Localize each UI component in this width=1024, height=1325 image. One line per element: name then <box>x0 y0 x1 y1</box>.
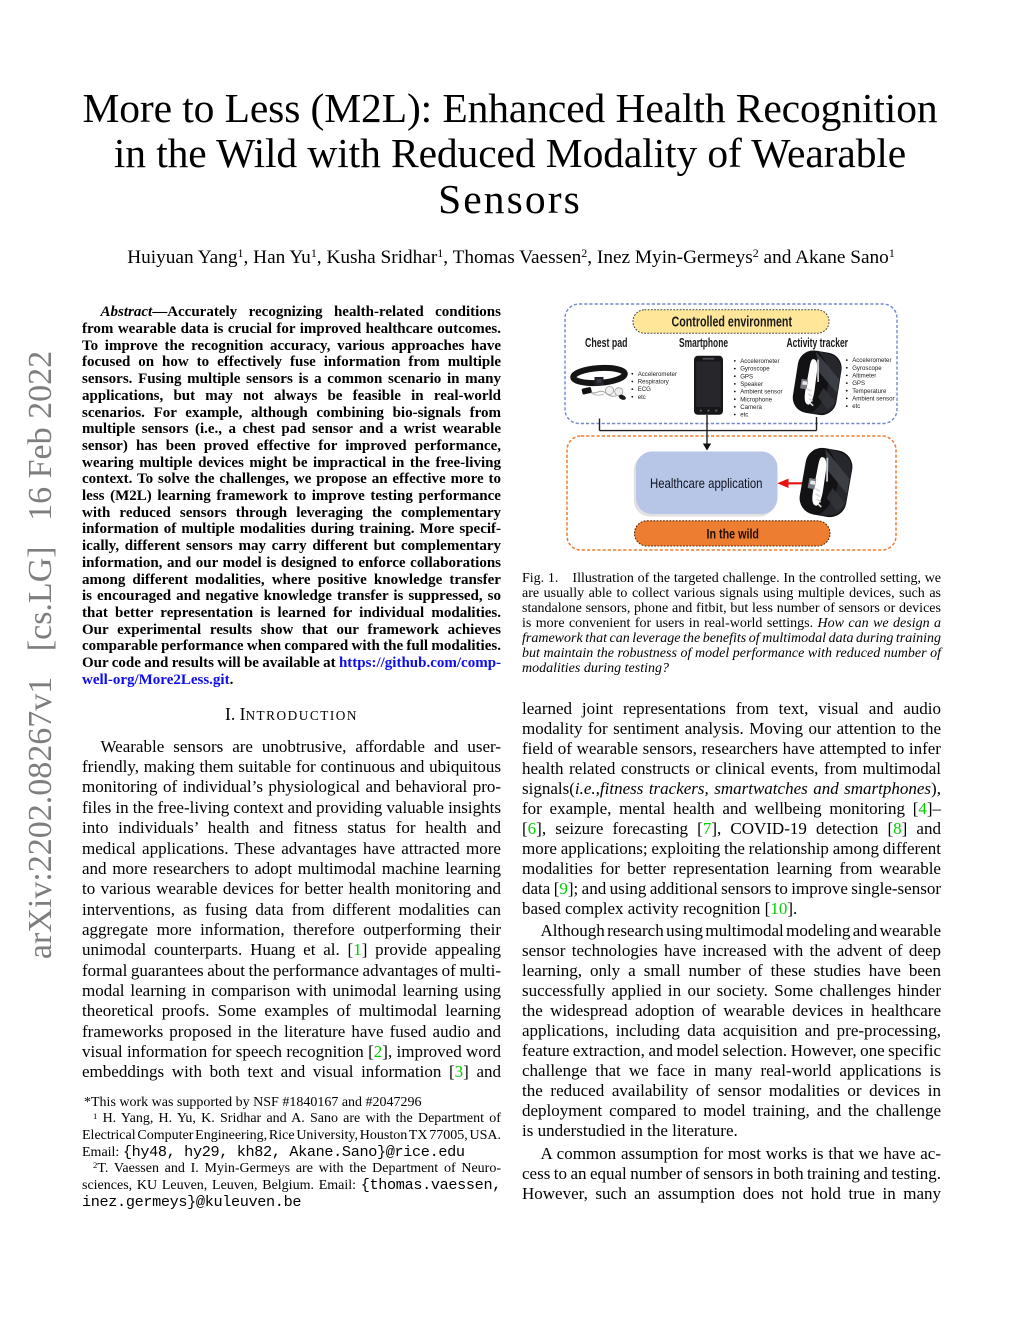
svg-text:Accelerometer: Accelerometer <box>740 358 779 365</box>
svg-text:etc: etc <box>638 394 646 401</box>
svg-text:Camera: Camera <box>740 404 762 411</box>
svg-text:Ambient sensor: Ambient sensor <box>852 396 894 403</box>
svg-text:Accelerometer: Accelerometer <box>852 357 891 364</box>
svg-text:GPS: GPS <box>852 380 865 387</box>
svg-text:Altimeter: Altimeter <box>852 373 876 380</box>
svg-text:Controlled environment: Controlled environment <box>672 315 793 331</box>
svg-text:Speaker: Speaker <box>740 381 763 388</box>
svg-text:Activity tracker: Activity tracker <box>787 335 849 350</box>
svg-text:Temperature: Temperature <box>852 388 887 395</box>
svg-text:Accelerometer: Accelerometer <box>638 371 677 378</box>
svg-text:Respiratory: Respiratory <box>638 379 670 386</box>
svg-text:etc: etc <box>740 412 748 419</box>
svg-text:Healthcare application: Healthcare application <box>650 476 763 491</box>
svg-text:ECG: ECG <box>638 386 651 393</box>
svg-text:etc: etc <box>852 403 860 410</box>
svg-text:Gyroscope: Gyroscope <box>852 365 882 372</box>
svg-text:Gyroscope: Gyroscope <box>740 366 770 373</box>
svg-text:Ambient sensor: Ambient sensor <box>740 389 782 396</box>
svg-text:Chest pad: Chest pad <box>585 335 628 350</box>
svg-text:Smartphone: Smartphone <box>679 335 728 350</box>
svg-text:GPS: GPS <box>740 373 753 380</box>
svg-text:In the wild: In the wild <box>707 527 760 542</box>
svg-text:Microphone: Microphone <box>740 396 772 403</box>
